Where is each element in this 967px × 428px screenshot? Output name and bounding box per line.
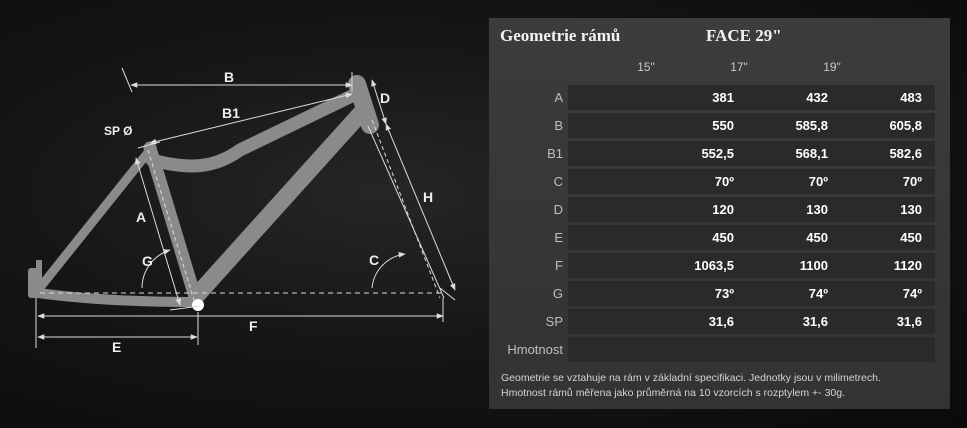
label-b1: B1	[222, 105, 240, 121]
table-cell: 70º	[714, 174, 734, 189]
table-cell: 70º	[808, 174, 828, 189]
row-label: Hmotnost	[507, 342, 563, 357]
row-cells: 550 585,8 605,8	[568, 113, 935, 138]
row-label: C	[553, 174, 563, 189]
head-tube	[348, 75, 379, 134]
dim-a-line	[135, 157, 181, 306]
label-e: E	[112, 339, 121, 355]
table-cell: 582,6	[889, 146, 922, 161]
label-a: A	[136, 209, 146, 225]
label-g: G	[142, 253, 153, 269]
dim-b1-line	[149, 92, 353, 145]
table-row: Hmotnost	[489, 337, 950, 362]
table-cell: 450	[712, 230, 734, 245]
row-label: D	[553, 202, 563, 217]
table-cell: 483	[900, 90, 922, 105]
table-cell: 130	[900, 202, 922, 217]
table-row: D 120 130 130	[489, 197, 950, 222]
row-cells: 70º 70º 70º	[568, 169, 935, 194]
table-row: G 73º 74º 74º	[489, 281, 950, 306]
table-title: Geometrie rámů	[500, 26, 621, 45]
table-cell: 31,6	[802, 314, 828, 329]
row-cells: 1063,5 1100 1120	[568, 253, 935, 278]
label-b: B	[224, 69, 234, 85]
label-f: F	[249, 318, 258, 334]
row-cells: 31,6 31,6 31,6	[568, 309, 935, 334]
angle-g-arc	[141, 249, 171, 289]
row-label: E	[554, 230, 563, 245]
table-cell: 552,5	[701, 146, 734, 161]
label-sp: SP Ø	[104, 124, 132, 138]
note-line-2: Hmotnost rámů měřena jako průměrná na 10…	[501, 387, 846, 399]
row-cells	[568, 337, 935, 362]
table-cell: 450	[806, 230, 828, 245]
label-h: H	[423, 189, 433, 205]
table-cell: 74º	[808, 286, 828, 301]
table-row: B 550 585,8 605,8	[489, 113, 950, 138]
size-col-19: 19"	[823, 60, 841, 74]
note-line-1: Geometrie se vztahuje na rám v základní …	[501, 372, 881, 384]
row-label: SP	[545, 314, 563, 329]
row-cells: 381 432 483	[568, 85, 935, 110]
table-cell: 568,1	[795, 146, 828, 161]
table-cell: 550	[712, 118, 734, 133]
row-cells: 450 450 450	[568, 225, 935, 250]
table-cell: 1063,5	[694, 258, 734, 273]
table-cell: 585,8	[795, 118, 828, 133]
table-note: Geometrie se vztahuje na rám v základní …	[501, 371, 941, 401]
table-cell: 70º	[902, 174, 922, 189]
table-cell: 74º	[902, 286, 922, 301]
table-row: F 1063,5 1100 1120	[489, 253, 950, 278]
label-d: D	[380, 90, 390, 106]
row-cells: 73º 74º 74º	[568, 281, 935, 306]
down-tube	[189, 103, 371, 303]
bottom-bracket	[192, 299, 204, 311]
dim-d-line	[371, 79, 387, 125]
size-col-17: 17"	[730, 60, 748, 74]
seat-stay	[33, 145, 155, 295]
table-cell: 31,6	[708, 314, 734, 329]
label-c: C	[369, 252, 379, 268]
row-label: B1	[547, 146, 563, 161]
row-label: B	[554, 118, 563, 133]
table-cell: 31,6	[896, 314, 922, 329]
bike-frame	[33, 75, 379, 307]
table-row: B1 552,5 568,1 582,6	[489, 141, 950, 166]
table-cell: 450	[900, 230, 922, 245]
chain-stay	[33, 288, 201, 307]
angle-c-arc	[371, 252, 406, 289]
table-cell: 73º	[714, 286, 734, 301]
table-row: C 70º 70º 70º	[489, 169, 950, 194]
row-cells: 120 130 130	[568, 197, 935, 222]
table-cell: 1120	[893, 258, 922, 273]
table-cell: 1100	[799, 258, 828, 273]
table-row: A 381 432 483	[489, 85, 950, 110]
dim-h-line	[385, 123, 456, 291]
table-row: SP 31,6 31,6 31,6	[489, 309, 950, 334]
rear-dropout	[28, 260, 42, 298]
table-cell: 381	[712, 90, 734, 105]
frame-geometry-diagram: B B1 SP Ø D A H G C F E	[28, 67, 456, 355]
row-cells: 552,5 568,1 582,6	[568, 141, 935, 166]
table-cell: 130	[806, 202, 828, 217]
geometry-table-panel: Geometrie rámů FACE 29" 15" 17" 19" A 381…	[489, 18, 950, 409]
table-cell: 605,8	[889, 118, 922, 133]
table-cell: 120	[712, 202, 734, 217]
table-row: E 450 450 450	[489, 225, 950, 250]
model-name: FACE 29"	[706, 26, 782, 45]
size-col-15: 15"	[637, 60, 655, 74]
row-label: A	[554, 90, 563, 105]
table-cell: 432	[806, 90, 828, 105]
row-label: G	[552, 286, 563, 301]
size-header-row: 15" 17" 19"	[489, 60, 950, 76]
row-label: F	[555, 258, 563, 273]
table-header: Geometrie rámů FACE 29"	[489, 26, 950, 50]
